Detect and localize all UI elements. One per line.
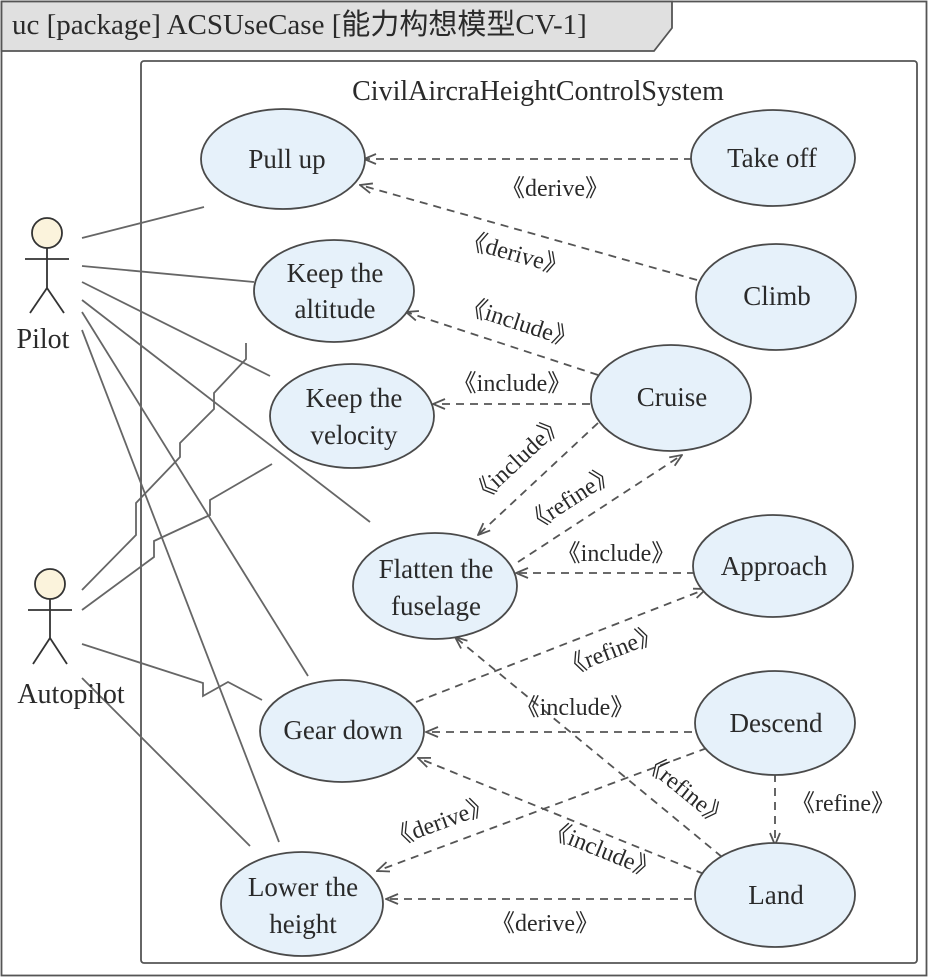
system-name: CivilAircraHeightControlSystem bbox=[352, 76, 724, 107]
associations bbox=[81, 206, 371, 847]
dep-cruise-altitude bbox=[406, 312, 599, 376]
assoc-autopilot-altitude bbox=[81, 343, 247, 591]
use-case-keep-velocity-line2: velocity bbox=[311, 420, 398, 450]
label-takeoff-pullup: 《derive》 bbox=[501, 176, 609, 202]
dependencies bbox=[360, 159, 775, 899]
assoc-pilot-lower bbox=[81, 329, 280, 843]
use-case-keep-velocity[interactable]: Keep the velocity bbox=[269, 363, 435, 469]
use-case-cruise-label: Cruise bbox=[637, 382, 708, 412]
actor-autopilot-label: Autopilot bbox=[17, 679, 125, 710]
actor-pilot-head bbox=[31, 217, 63, 249]
actor-autopilot-head bbox=[34, 568, 66, 600]
use-case-flatten-fuselage[interactable]: Flatten the fuselage bbox=[352, 532, 518, 640]
dep-geardown-approach bbox=[415, 589, 706, 703]
use-case-cruise[interactable]: Cruise bbox=[590, 344, 752, 452]
use-case-take-off[interactable]: Take off bbox=[690, 109, 856, 207]
use-case-approach-label: Approach bbox=[721, 551, 828, 581]
use-case-gear-down[interactable]: Gear down bbox=[259, 679, 425, 783]
dep-land-flatten bbox=[455, 637, 723, 858]
use-case-descend[interactable]: Descend bbox=[694, 670, 856, 776]
actor-pilot[interactable]: Pilot bbox=[17, 217, 70, 355]
label-approach-flatten: 《include》 bbox=[557, 541, 676, 567]
assoc-pilot-altitude bbox=[81, 265, 255, 283]
use-case-keep-altitude[interactable]: Keep the altitude bbox=[253, 239, 415, 343]
assoc-autopilot-velocity bbox=[81, 463, 273, 611]
assoc-pilot-flatten bbox=[81, 299, 371, 523]
label-descend-geardown: 《include》 bbox=[516, 695, 635, 721]
use-case-flatten-line2: fuselage bbox=[391, 591, 481, 621]
use-case-keep-velocity-line1: Keep the bbox=[306, 383, 403, 413]
use-case-climb[interactable]: Climb bbox=[695, 243, 857, 351]
use-case-gear-down-label: Gear down bbox=[283, 715, 403, 745]
use-case-land[interactable]: Land bbox=[694, 842, 856, 948]
dep-flatten-cruise bbox=[517, 455, 682, 563]
use-case-pull-up-label: Pull up bbox=[248, 144, 325, 174]
use-case-flatten-line1: Flatten the bbox=[379, 554, 494, 584]
use-case-keep-altitude-line1: Keep the bbox=[287, 258, 384, 288]
use-case-lower-height-line2: height bbox=[269, 909, 337, 939]
use-case-climb-label: Climb bbox=[743, 281, 811, 311]
use-case-approach[interactable]: Approach bbox=[692, 514, 854, 618]
actor-pilot-label: Pilot bbox=[17, 324, 70, 355]
use-case-land-label: Land bbox=[748, 880, 804, 910]
diagram-header-label: uc [package] ACSUseCase [能力构想模型CV-1] bbox=[12, 8, 587, 41]
system-boundary: CivilAircraHeightControlSystem bbox=[140, 60, 918, 964]
use-cases: Pull up Take off Keep the altitude Climb… bbox=[200, 108, 857, 957]
use-case-keep-altitude-line2: altitude bbox=[295, 294, 376, 324]
use-case-lower-height[interactable]: Lower the height bbox=[220, 851, 384, 957]
dep-descend-lower bbox=[377, 747, 708, 871]
label-cruise-velocity: 《include》 bbox=[453, 371, 572, 397]
label-land-lower: 《derive》 bbox=[491, 911, 599, 937]
use-case-take-off-label: Take off bbox=[727, 143, 817, 173]
assoc-pilot-velocity bbox=[81, 281, 271, 377]
label-descend-land: 《refine》 bbox=[791, 791, 895, 817]
use-case-descend-label: Descend bbox=[730, 708, 823, 738]
actor-autopilot[interactable]: Autopilot bbox=[17, 568, 125, 710]
assoc-pilot-geardown bbox=[81, 311, 309, 677]
dep-climb-pullup bbox=[360, 185, 698, 281]
use-case-pull-up[interactable]: Pull up bbox=[200, 108, 366, 210]
dep-land-geardown bbox=[418, 758, 705, 875]
assoc-pilot-pullup bbox=[81, 206, 205, 239]
assoc-autopilot-geardown bbox=[81, 643, 263, 701]
assoc-autopilot-lower bbox=[81, 677, 251, 847]
use-case-lower-height-line1: Lower the bbox=[248, 872, 358, 902]
diagram-header: uc [package] ACSUseCase [能力构想模型CV-1] bbox=[0, 0, 673, 52]
